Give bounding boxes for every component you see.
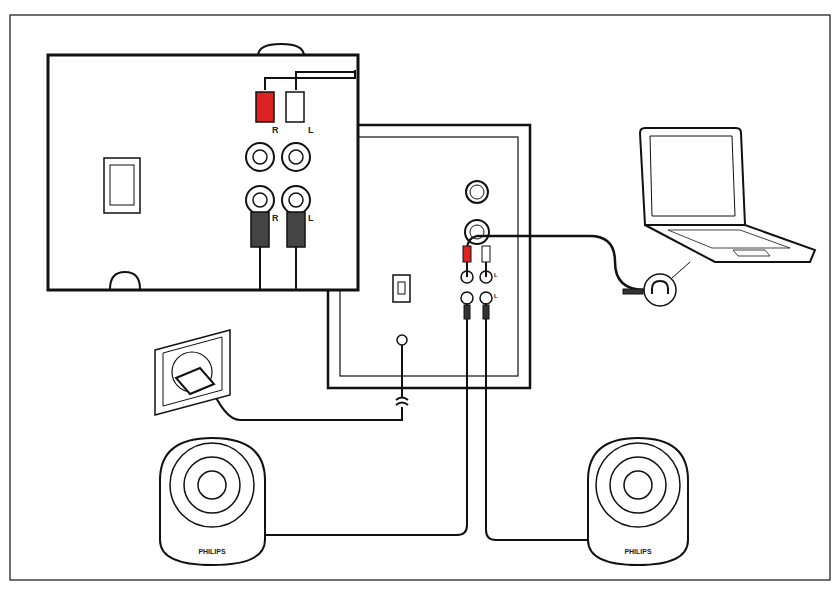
- inset-switch: [104, 158, 140, 213]
- channel-label: L: [308, 214, 314, 223]
- right-speaker: [588, 438, 688, 565]
- channel-label: R: [272, 214, 279, 223]
- power-switch: [393, 275, 410, 302]
- headphone-jack: [644, 274, 676, 306]
- channel-label: L: [494, 272, 498, 278]
- channel-label: L: [494, 293, 498, 299]
- brand-label: PHILIPS: [198, 548, 225, 555]
- subwoofer-panel: [340, 137, 518, 376]
- laptop-base: [645, 225, 815, 262]
- plug: [176, 368, 214, 394]
- frame: [10, 15, 830, 580]
- audio-cable: [477, 236, 645, 290]
- detail-inset: [48, 55, 358, 290]
- laptop-screen: [640, 128, 745, 225]
- wall-socket: [155, 330, 230, 415]
- speaker-cable: [265, 303, 467, 535]
- left-speaker: [160, 438, 265, 565]
- channel-label: L: [308, 126, 314, 135]
- power-cable: [210, 345, 408, 420]
- brand-label: PHILIPS: [624, 548, 651, 555]
- channel-label: R: [272, 126, 279, 135]
- speaker-cable: [486, 303, 590, 540]
- power-inlet: [397, 335, 407, 345]
- knob: [466, 181, 488, 203]
